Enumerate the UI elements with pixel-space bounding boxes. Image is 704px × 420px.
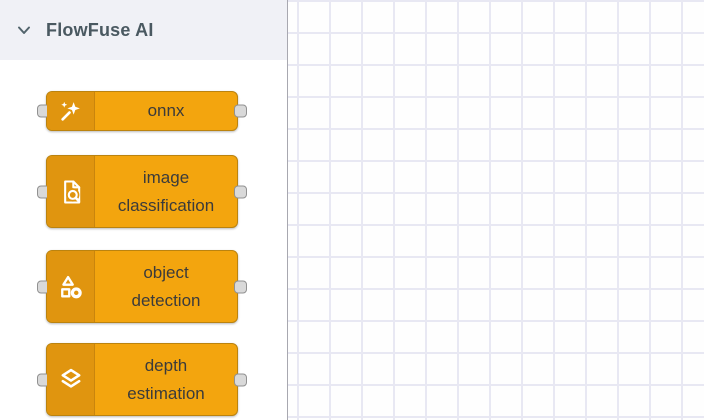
palette-node-depth-estimation[interactable]: depth estimation (37, 343, 247, 416)
node-label-line: classification (117, 195, 215, 215)
node-label-line: depth (144, 355, 188, 375)
file-search-icon (63, 179, 80, 204)
node-label: image classification (95, 156, 237, 227)
palette-node-object-detection[interactable]: object detection (37, 250, 247, 323)
node-label-line: object (143, 262, 189, 282)
node-label: onnx (95, 92, 237, 130)
node-output-port (234, 280, 247, 293)
node-label: object detection (95, 251, 237, 322)
node-output-port (234, 185, 247, 198)
palette-category-header[interactable]: FlowFuse AI (0, 0, 287, 60)
node-output-port (234, 104, 247, 118)
node-icon-strip (47, 92, 95, 130)
node-palette-sidebar: FlowFuse AI onnx (0, 0, 288, 420)
node-icon-strip (47, 156, 95, 227)
palette-category-title: FlowFuse AI (46, 19, 154, 40)
node-output-port (234, 373, 247, 386)
palette-node-onnx[interactable]: onnx (37, 91, 247, 131)
shapes-icon (60, 275, 82, 298)
node-label-line: onnx (147, 101, 185, 120)
node-label-line: detection (131, 290, 201, 310)
node-icon-strip (47, 344, 95, 415)
palette-node-image-classification[interactable]: image classification (37, 155, 247, 228)
chevron-down-icon[interactable] (17, 23, 31, 37)
layers-icon (61, 368, 80, 388)
node-label-line: estimation (127, 383, 205, 403)
node-icon-strip (47, 251, 95, 322)
wand-sparkles-icon (61, 101, 80, 121)
node-label: depth estimation (95, 344, 237, 415)
flow-canvas[interactable] (288, 0, 704, 420)
node-label-line: image (142, 167, 190, 187)
